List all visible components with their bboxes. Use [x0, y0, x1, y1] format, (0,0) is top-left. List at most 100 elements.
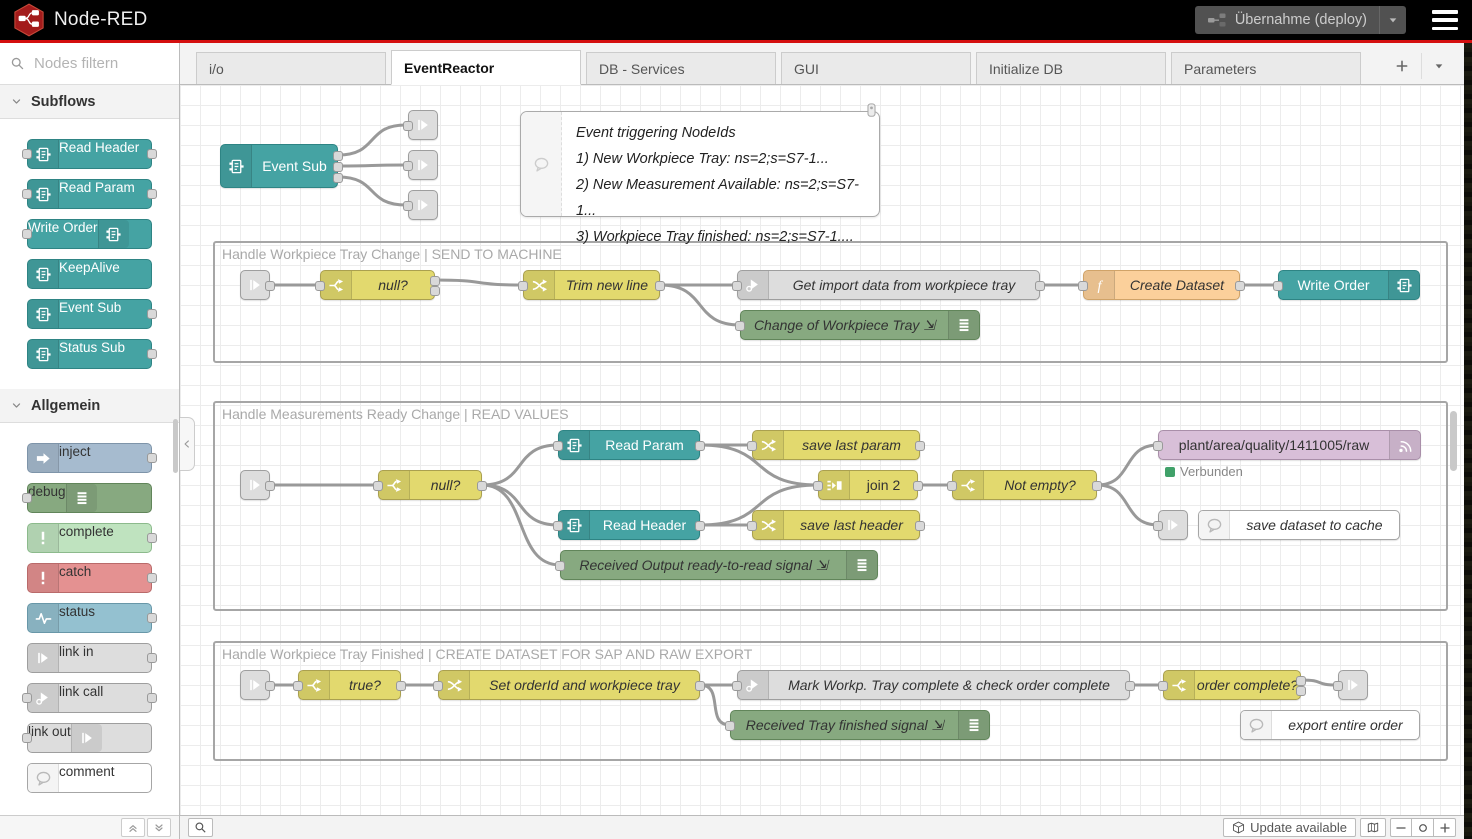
- port-input[interactable]: [747, 521, 757, 531]
- port-input[interactable]: [22, 189, 32, 199]
- port-output[interactable]: [333, 173, 343, 183]
- port-output[interactable]: [333, 151, 343, 161]
- port-input[interactable]: [732, 681, 742, 691]
- link-out-node-3[interactable]: [403, 190, 438, 220]
- node-debug-change-of-workpiece-tray[interactable]: Change of Workpiece Tray ⇲: [735, 310, 980, 340]
- navigator-toggle-button[interactable]: [1360, 818, 1386, 837]
- port-input[interactable]: [293, 681, 303, 691]
- palette-node-complete[interactable]: complete: [27, 523, 157, 553]
- port-output[interactable]: [1235, 281, 1245, 291]
- port-output[interactable]: [430, 286, 440, 296]
- port-input[interactable]: [403, 121, 413, 131]
- port-input[interactable]: [22, 733, 32, 743]
- palette-scrollbar[interactable]: [173, 419, 178, 473]
- palette-node-write-order[interactable]: Write Order: [22, 219, 152, 249]
- palette-node-read-header[interactable]: Read Header: [22, 139, 157, 169]
- port-output[interactable]: [147, 149, 157, 159]
- port-output[interactable]: [147, 653, 157, 663]
- port-output[interactable]: [147, 693, 157, 703]
- node-write-order[interactable]: Write Order: [1273, 270, 1420, 300]
- flow-group-handle-workpiece-tray-finished[interactable]: Handle Workpiece Tray Finished | CREATE …: [213, 641, 1448, 761]
- wire[interactable]: [433, 278, 525, 287]
- wire[interactable]: [698, 443, 820, 487]
- palette-node-comment[interactable]: comment: [27, 763, 152, 793]
- link-in-node-2[interactable]: [240, 470, 275, 500]
- port-input[interactable]: [747, 441, 757, 451]
- port-output[interactable]: [915, 441, 925, 451]
- port-input[interactable]: [22, 229, 32, 239]
- update-available-button[interactable]: Update available: [1223, 818, 1356, 837]
- palette-collapse-button[interactable]: [180, 417, 195, 471]
- flow-list-button[interactable]: [1421, 53, 1456, 79]
- node-debug-received-tray[interactable]: Received Tray finished signal ⇲: [725, 710, 990, 740]
- node-event-sub[interactable]: Event Sub: [220, 144, 343, 188]
- comment-export-entire-order[interactable]: export entire order: [1240, 710, 1420, 740]
- port-output[interactable]: [1092, 481, 1102, 491]
- port-input[interactable]: [553, 441, 563, 451]
- deploy-button[interactable]: Übernahme (deploy): [1194, 6, 1406, 34]
- port-input[interactable]: [553, 521, 563, 531]
- palette-node-inject[interactable]: inject: [27, 443, 157, 473]
- palette-category-subflows[interactable]: Subflows: [0, 85, 179, 119]
- zoom-reset-button[interactable]: [1412, 818, 1434, 837]
- port-output[interactable]: [147, 453, 157, 463]
- port-output[interactable]: [913, 481, 923, 491]
- port-input[interactable]: [22, 693, 32, 703]
- canvas-vertical-scrollbar[interactable]: [1450, 411, 1457, 471]
- node-save-last-header[interactable]: save last header: [747, 510, 925, 540]
- port-output[interactable]: [265, 681, 275, 691]
- port-output[interactable]: [396, 681, 406, 691]
- tab-db-services[interactable]: DB - Services: [586, 52, 776, 84]
- node-null-2[interactable]: null?: [373, 470, 487, 500]
- port-input[interactable]: [1078, 281, 1088, 291]
- wire[interactable]: [658, 283, 742, 327]
- port-output[interactable]: [147, 613, 157, 623]
- node-set-orderid[interactable]: Set orderId and workpiece tray: [433, 670, 705, 700]
- port-output[interactable]: [333, 162, 343, 172]
- wire[interactable]: [1095, 443, 1160, 487]
- node-read-header[interactable]: Read Header: [553, 510, 705, 540]
- node-order-complete[interactable]: order complete?: [1158, 670, 1306, 700]
- wire[interactable]: [480, 443, 560, 487]
- wire[interactable]: [1299, 678, 1340, 687]
- expand-all-button[interactable]: [147, 818, 171, 837]
- port-input[interactable]: [1333, 681, 1343, 691]
- port-output[interactable]: [430, 276, 440, 286]
- collapse-all-button[interactable]: [121, 818, 145, 837]
- port-output[interactable]: [655, 281, 665, 291]
- node-read-param[interactable]: Read Param: [553, 430, 705, 460]
- menu-button[interactable]: [1432, 10, 1458, 30]
- wire[interactable]: [698, 683, 732, 727]
- tab-eventreactor[interactable]: EventReactor: [391, 50, 581, 85]
- link-out-node-5[interactable]: [1333, 670, 1368, 700]
- port-output[interactable]: [147, 349, 157, 359]
- wire[interactable]: [336, 123, 408, 157]
- palette-node-link-in[interactable]: link in: [27, 643, 157, 673]
- port-input[interactable]: [735, 321, 745, 331]
- port-input[interactable]: [403, 201, 413, 211]
- deploy-options-button[interactable]: [1379, 6, 1406, 34]
- node-debug-received-output[interactable]: Received Output ready-to-read signal ⇲: [555, 550, 878, 580]
- link-out-node-4[interactable]: [1153, 510, 1188, 540]
- port-input[interactable]: [315, 281, 325, 291]
- link-in-node-1[interactable]: [240, 270, 275, 300]
- palette-node-status[interactable]: status: [27, 603, 157, 633]
- palette-search-input[interactable]: [32, 54, 164, 73]
- palette-node-link-call[interactable]: link call: [22, 683, 157, 713]
- palette-node-read-param[interactable]: Read Param: [22, 179, 157, 209]
- node-join-2[interactable]: join 2: [813, 470, 923, 500]
- tab-i-o[interactable]: i/o: [196, 52, 386, 84]
- flow-canvas[interactable]: Handle Workpiece Tray Change | SEND TO M…: [180, 85, 1464, 815]
- flow-group-handle-workpiece-tray-change[interactable]: Handle Workpiece Tray Change | SEND TO M…: [213, 241, 1448, 363]
- port-input[interactable]: [373, 481, 383, 491]
- wire[interactable]: [698, 483, 820, 527]
- zoom-out-button[interactable]: [1390, 818, 1412, 837]
- port-output[interactable]: [1296, 686, 1306, 696]
- wire[interactable]: [480, 483, 562, 567]
- palette-node-link-out[interactable]: link out: [22, 723, 152, 753]
- port-output[interactable]: [915, 521, 925, 531]
- palette-node-keepalive[interactable]: KeepAlive: [27, 259, 152, 289]
- node-trim-new-line[interactable]: Trim new line: [518, 270, 665, 300]
- port-output[interactable]: [695, 521, 705, 531]
- port-input[interactable]: [22, 493, 32, 503]
